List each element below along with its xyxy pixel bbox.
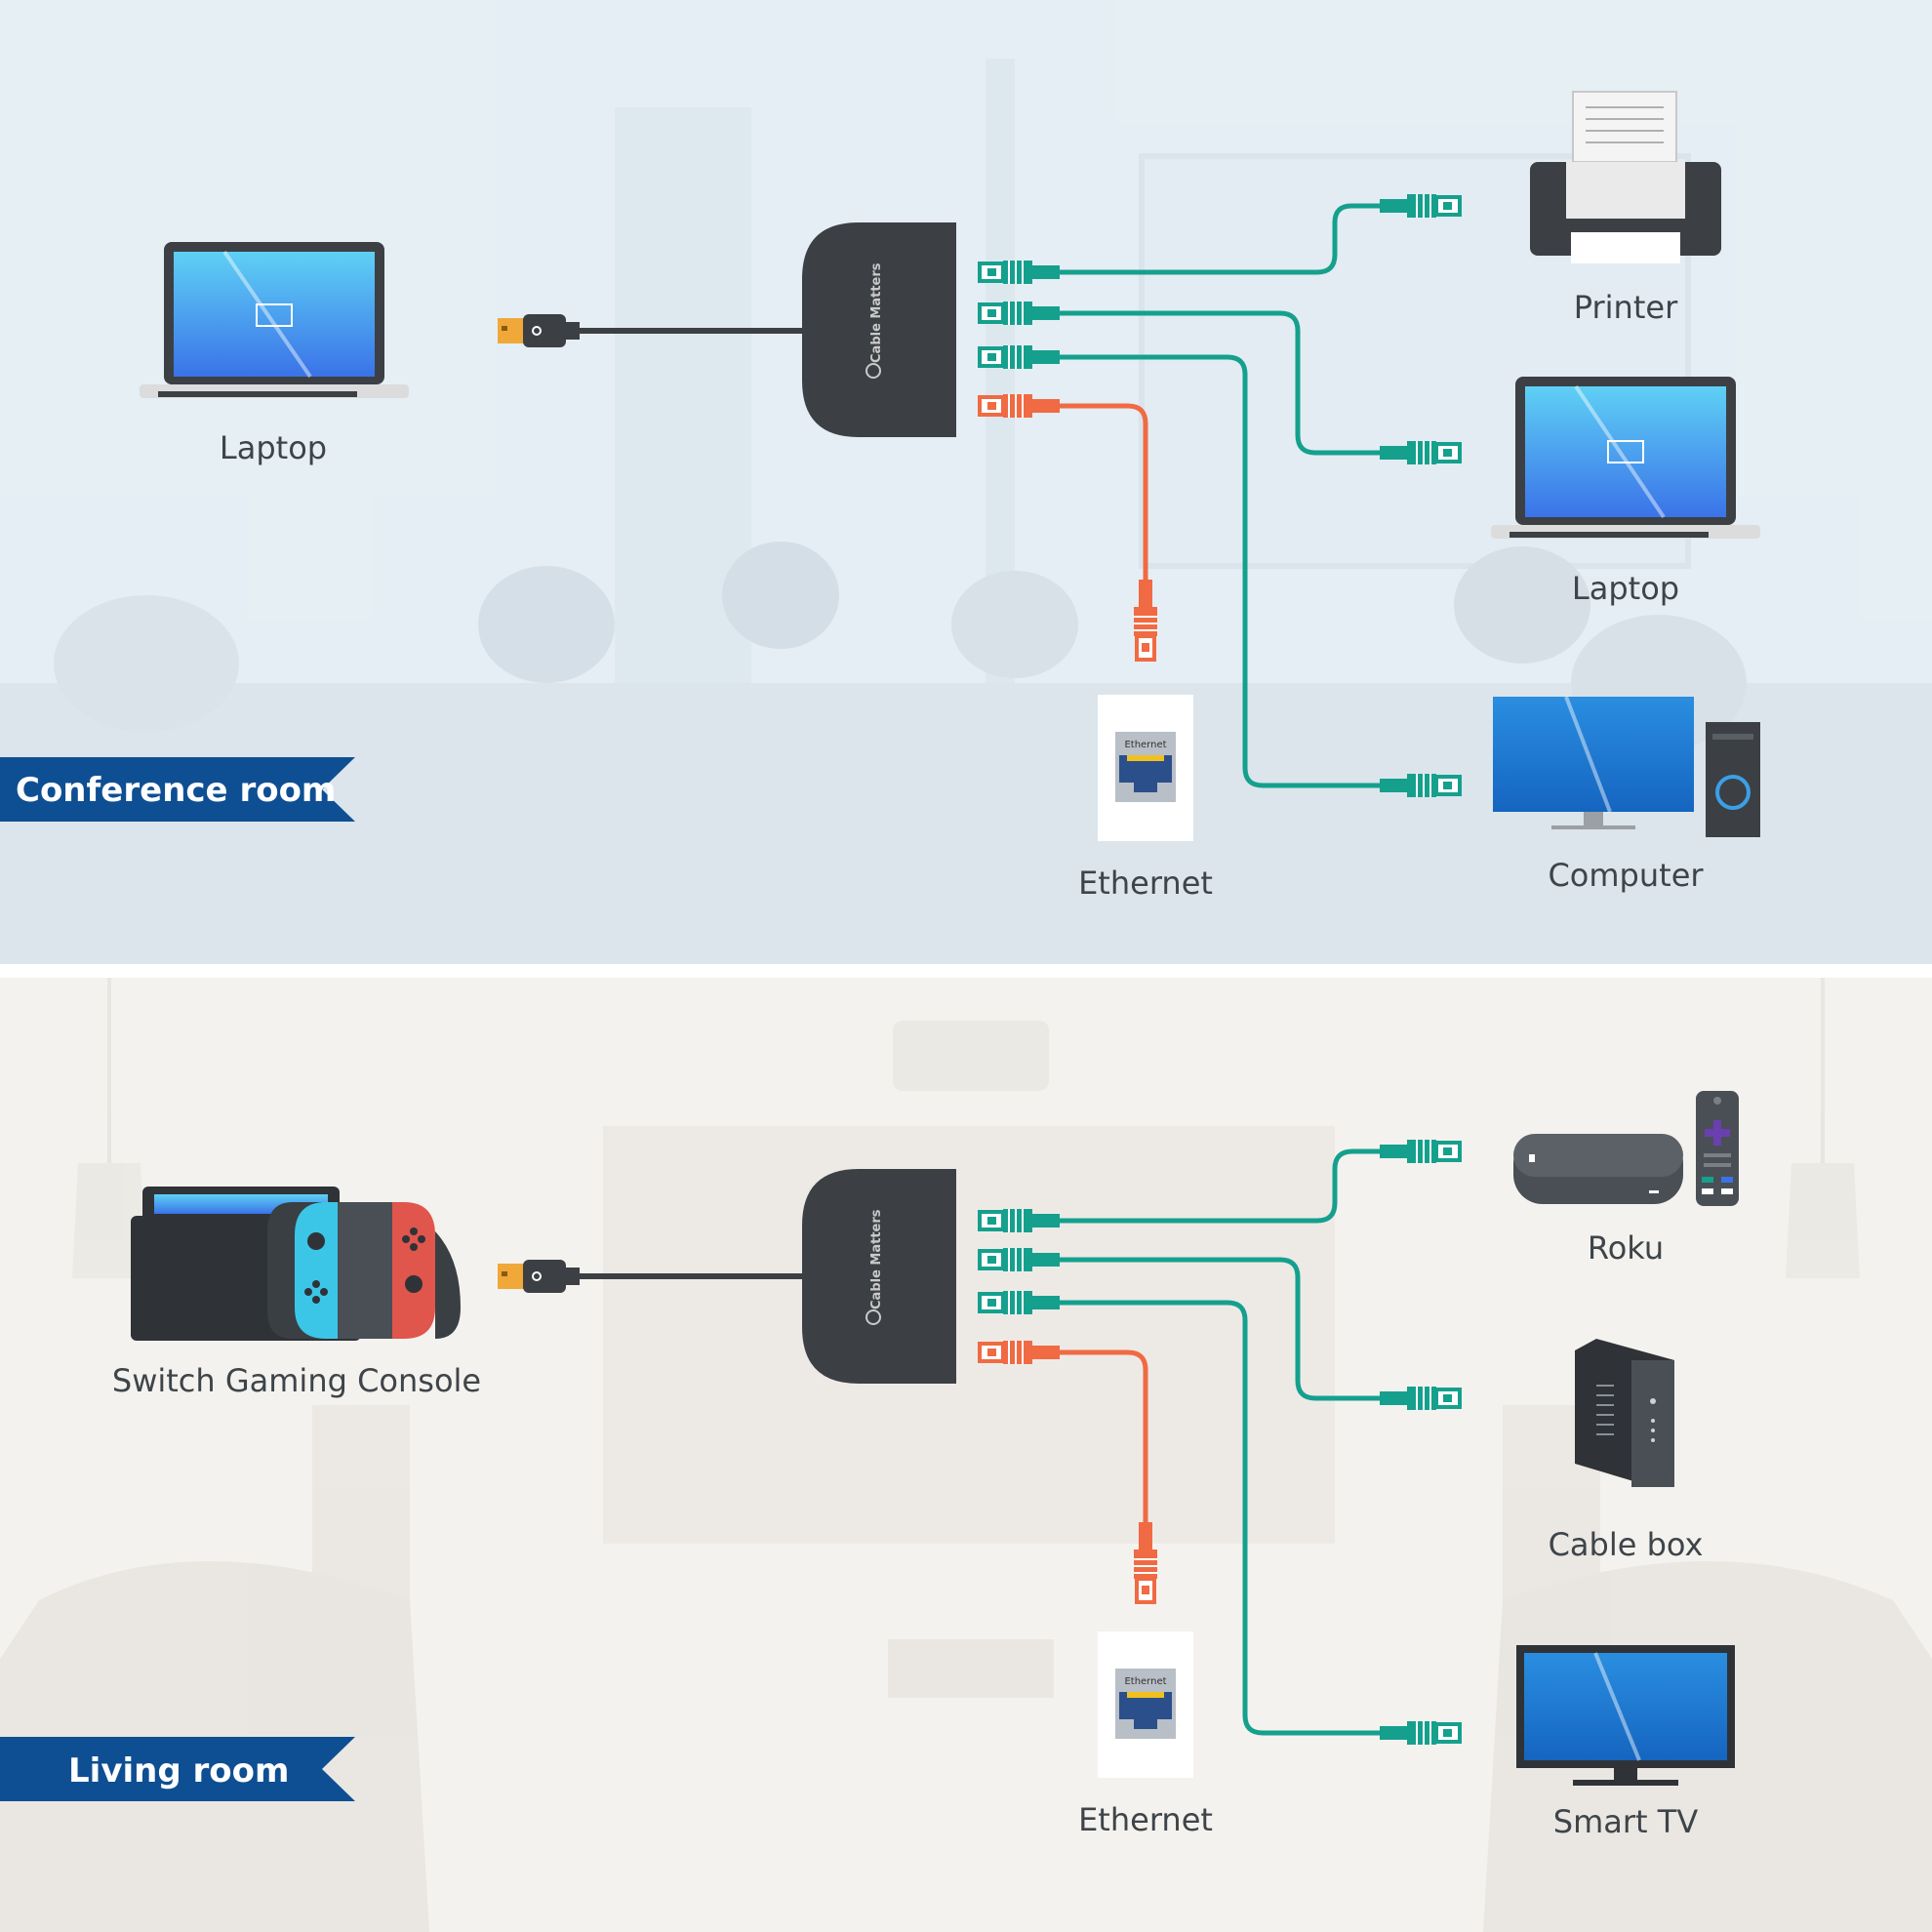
conference-device-3-label: Computer (1548, 857, 1704, 894)
conference-desktop-computer-icon (1493, 696, 1760, 837)
living-device-1-label: Roku (1588, 1229, 1664, 1267)
living-room-title: Living room (68, 1751, 289, 1791)
living-room-panel: Switch Gaming Console Cable Matters (0, 978, 1932, 1932)
panel-divider (0, 964, 1932, 978)
conference-cable-computer (1059, 354, 1381, 788)
conference-cable-printer (1059, 203, 1381, 275)
conference-room-panel: Laptop Cable Matters (0, 0, 1932, 966)
smart-tv-icon (1516, 1645, 1735, 1786)
conference-cable-ethernet-uplink (1059, 403, 1148, 584)
living-cable-smart-tv (1059, 1300, 1381, 1736)
living-hub-brand: Cable Matters (869, 1209, 884, 1309)
roku-streaming-box-icon (1513, 1091, 1739, 1206)
living-room-banner: Living room (0, 1737, 355, 1801)
switch-game-console-icon (131, 1187, 461, 1341)
conference-room-title: Conference room (16, 771, 336, 810)
conference-cable-laptop (1059, 310, 1381, 456)
living-jack-text: Ethernet (1124, 1676, 1166, 1687)
living-device-2-label: Cable box (1549, 1526, 1704, 1563)
conference-jack-text: Ethernet (1124, 740, 1166, 750)
living-scene-backdrop (0, 978, 1932, 1932)
conference-room-banner: Conference room (0, 757, 355, 822)
living-cable-roku (1059, 1148, 1381, 1224)
conference-device-1-label: Printer (1574, 289, 1678, 326)
conference-hub-adapter: Cable Matters (802, 222, 956, 437)
living-jack-label: Ethernet (1078, 1801, 1213, 1838)
living-source-label: Switch Gaming Console (112, 1362, 481, 1399)
living-cable-cable-box (1059, 1257, 1381, 1401)
living-cable-ethernet-uplink (1059, 1349, 1148, 1526)
conference-device-2-label: Laptop (1572, 570, 1679, 607)
conference-source-laptop-icon (140, 242, 409, 398)
conference-usb-plug-icon (498, 314, 580, 347)
conference-jack-label: Ethernet (1078, 865, 1213, 902)
conference-device-laptop-icon (1491, 377, 1760, 539)
cable-box-icon (1575, 1339, 1674, 1487)
living-usb-plug-icon (498, 1260, 580, 1293)
living-hub-adapter: Cable Matters (802, 1169, 956, 1384)
conference-ethernet-jack-icon: Ethernet (1098, 695, 1193, 841)
conference-hub-brand: Cable Matters (869, 262, 884, 363)
conference-printer-icon (1530, 91, 1721, 263)
conference-source-label: Laptop (220, 429, 327, 466)
living-device-3-label: Smart TV (1553, 1803, 1699, 1840)
living-ethernet-jack-icon: Ethernet (1098, 1631, 1193, 1778)
